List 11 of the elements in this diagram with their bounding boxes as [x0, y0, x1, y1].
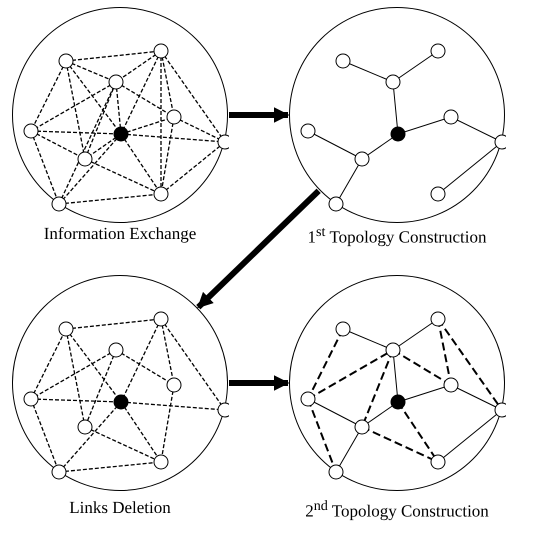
- arrow: [229, 107, 290, 123]
- arrow: [196, 188, 321, 310]
- network-circle: [12, 275, 228, 491]
- panel-caption: Links Deletion: [69, 498, 171, 518]
- panel-caption: 1$^{st}$ Topology Construction: [308, 224, 486, 248]
- network-circle: [12, 7, 228, 223]
- network-circle: [289, 275, 505, 491]
- network-circle: [289, 7, 505, 223]
- panel-caption: Information Exchange: [44, 224, 196, 244]
- panel-caption: 2$^{nd}$ Topology Construction: [305, 498, 489, 522]
- arrow: [229, 375, 290, 391]
